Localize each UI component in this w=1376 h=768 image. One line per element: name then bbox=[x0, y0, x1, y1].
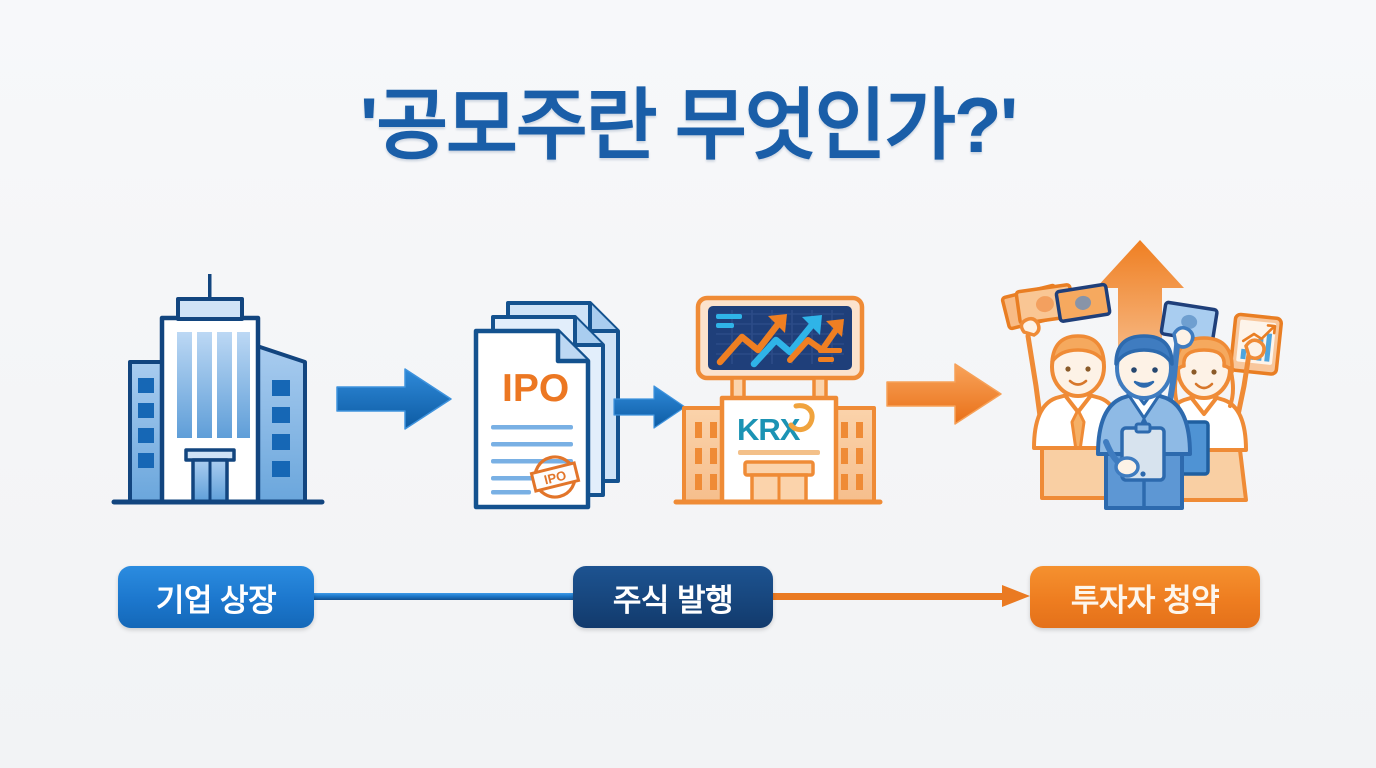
arrow-exchange-to-investors-icon bbox=[885, 358, 1005, 430]
arrow-docs-to-exchange-icon bbox=[612, 383, 687, 431]
investor-person-center bbox=[1096, 326, 1195, 510]
document-heading: IPO bbox=[502, 367, 569, 410]
krx-exchange-icon: KRX bbox=[672, 292, 884, 514]
text-line bbox=[491, 425, 573, 430]
connector-arrowhead-icon bbox=[1002, 585, 1030, 607]
celebrating-investors-icon bbox=[988, 236, 1288, 516]
exchange-display-board bbox=[695, 295, 865, 381]
step-label-share-issuance[interactable]: 주식 발행 bbox=[573, 566, 773, 628]
arrow-building-to-docs-icon bbox=[335, 363, 455, 435]
connector-issuance-to-subscription bbox=[770, 585, 1034, 607]
page-title: '공모주란 무엇인가?' bbox=[359, 81, 1019, 169]
connector-listing-to-issuance bbox=[310, 593, 578, 600]
step-label-corporate-listing[interactable]: 기업 상장 bbox=[118, 566, 314, 628]
connector-line bbox=[770, 593, 1008, 600]
window bbox=[138, 378, 154, 393]
window-column bbox=[177, 332, 192, 438]
svg-text:IPO: IPO bbox=[542, 467, 567, 487]
banknote bbox=[1054, 282, 1112, 323]
svg-text:KRX: KRX bbox=[737, 412, 801, 447]
step-label-investor-subscription[interactable]: 투자자 청약 bbox=[1030, 566, 1260, 628]
ipo-stamp-icon: IPO bbox=[529, 455, 581, 499]
krx-logo: KRX bbox=[737, 403, 815, 447]
office-building-icon bbox=[100, 262, 335, 512]
ipo-documents-icon: IPO IPO bbox=[462, 295, 647, 515]
